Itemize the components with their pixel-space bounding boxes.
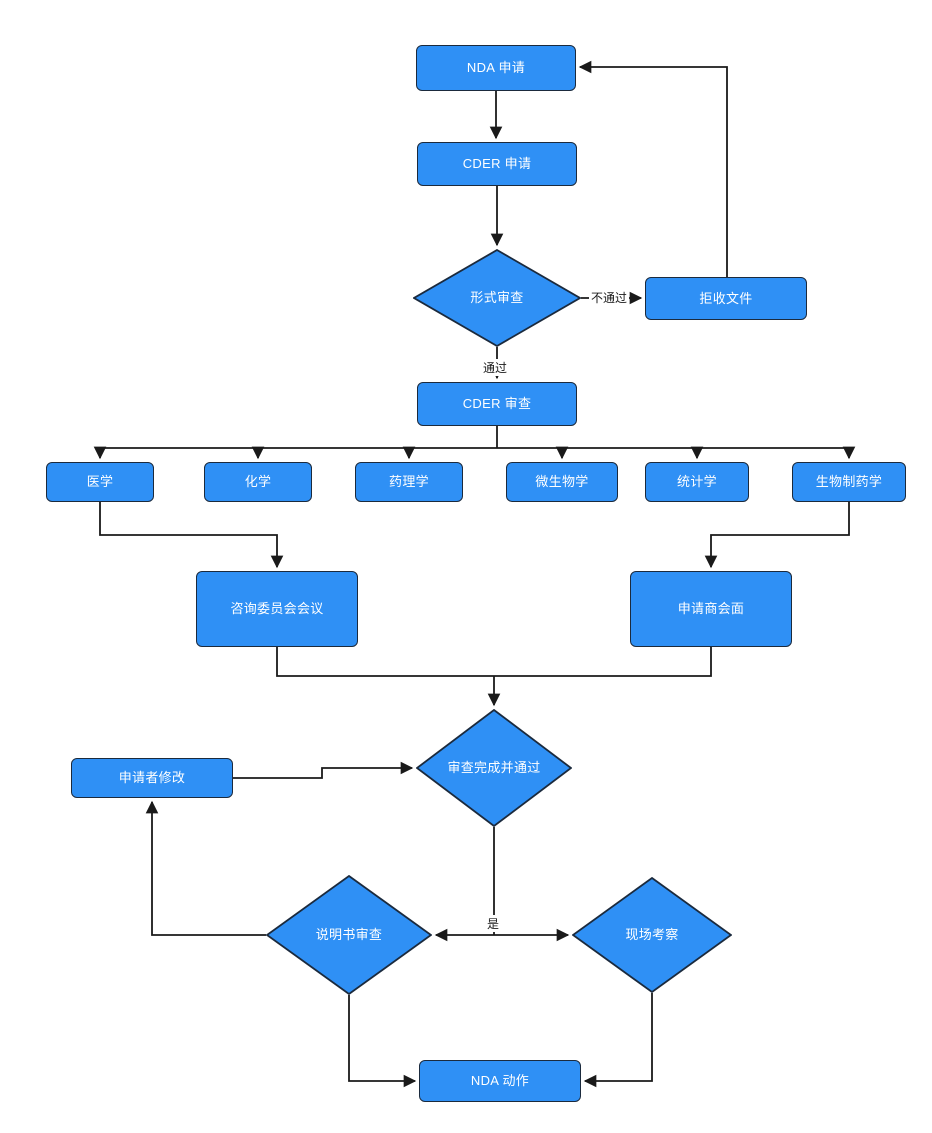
edge-label-fail: 不通过 xyxy=(589,289,630,306)
edge-label-review-to-applicant-revision xyxy=(145,800,266,936)
node-site-inspection-label: 现场考察 xyxy=(625,927,679,943)
edge-label-pass: 通过 xyxy=(481,359,510,376)
node-medicine[interactable]: 医学 xyxy=(46,462,154,502)
node-biopharmaceutics-label: 生物制药学 xyxy=(815,474,883,490)
edge-label-fail-text: 不通过 xyxy=(591,291,628,305)
node-microbiology[interactable]: 微生物学 xyxy=(506,462,618,502)
diamond-shape xyxy=(572,877,732,993)
node-formal-review-label: 形式审查 xyxy=(470,290,524,306)
edge-label-yes: 是 xyxy=(485,915,502,932)
node-medicine-label: 医学 xyxy=(86,474,114,490)
node-applicant-revision[interactable]: 申请者修改 xyxy=(71,758,233,798)
node-review-complete-label: 审查完成并通过 xyxy=(447,760,541,776)
node-formal-review[interactable]: 形式审查 xyxy=(413,249,581,347)
node-advisory-meeting-label: 咨询委员会会议 xyxy=(230,601,324,617)
node-chemistry[interactable]: 化学 xyxy=(204,462,312,502)
node-nda-action[interactable]: NDA 动作 xyxy=(419,1060,581,1102)
node-site-inspection[interactable]: 现场考察 xyxy=(572,877,732,993)
edge-site-inspection-to-nda-action xyxy=(583,993,653,1088)
node-nda-action-label: NDA 动作 xyxy=(470,1073,530,1089)
node-chemistry-label: 化学 xyxy=(244,474,272,490)
edge-applicant-revision-to-review-complete xyxy=(233,761,414,779)
diamond-shape xyxy=(413,249,581,347)
node-cder-review-label: CDER 审查 xyxy=(462,396,532,412)
edge-sponsor-meeting-to-merge xyxy=(494,647,712,677)
node-statistics[interactable]: 统计学 xyxy=(645,462,749,502)
edge-medicine-to-advisory-meeting xyxy=(99,502,284,569)
node-reject-document-label: 拒收文件 xyxy=(699,290,753,306)
node-label-review[interactable]: 说明书审查 xyxy=(266,875,432,995)
node-advisory-meeting[interactable]: 咨询委员会会议 xyxy=(196,571,358,647)
node-reject-document[interactable]: 拒收文件 xyxy=(645,277,807,320)
node-pharmacology-label: 药理学 xyxy=(389,474,429,490)
node-review-complete[interactable]: 审查完成并通过 xyxy=(416,709,572,827)
node-cder-application[interactable]: CDER 申请 xyxy=(417,142,577,186)
node-cder-review[interactable]: CDER 审查 xyxy=(417,382,577,426)
diamond-shape xyxy=(416,709,572,827)
node-pharmacology[interactable]: 药理学 xyxy=(355,462,463,502)
node-sponsor-meeting[interactable]: 申请商会面 xyxy=(630,571,792,647)
node-sponsor-meeting-label: 申请商会面 xyxy=(677,601,745,617)
edge-label-review-to-nda-action xyxy=(348,995,417,1088)
node-statistics-label: 统计学 xyxy=(677,474,717,490)
node-nda-application-label: NDA 申请 xyxy=(466,60,526,76)
node-biopharmaceutics[interactable]: 生物制药学 xyxy=(792,462,906,502)
node-applicant-revision-label: 申请者修改 xyxy=(118,770,186,786)
edge-biopharmaceutics-to-sponsor-meeting xyxy=(704,502,850,569)
node-nda-application[interactable]: NDA 申请 xyxy=(416,45,576,91)
node-microbiology-label: 微生物学 xyxy=(535,474,589,490)
edge-reject-to-nda-application xyxy=(578,60,728,277)
node-label-review-label: 说明书审查 xyxy=(315,927,383,943)
edge-advisory-meeting-to-merge xyxy=(276,647,494,677)
edge-label-yes-text: 是 xyxy=(487,917,500,931)
diamond-shape xyxy=(266,875,432,995)
edge-label-pass-text: 通过 xyxy=(483,361,508,375)
node-cder-application-label: CDER 申请 xyxy=(462,156,532,172)
